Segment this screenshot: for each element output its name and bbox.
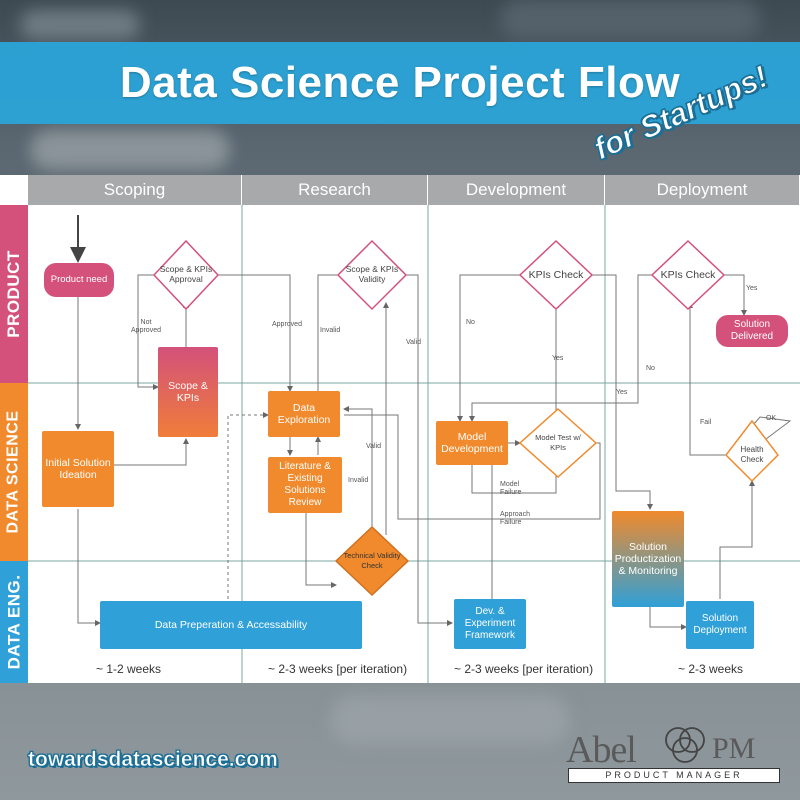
edge-label-no-deployment: No bbox=[646, 365, 655, 372]
edge-label-invalid-2: Invalid bbox=[348, 477, 369, 484]
decision-model-test: Model Test w/ KPIs bbox=[535, 433, 581, 452]
node-scope-kpis: Scope & KPIs bbox=[158, 347, 218, 437]
duration-deployment: ~ 2-3 weeks bbox=[678, 662, 744, 676]
edge-label-approach-failure: Approach Failure bbox=[500, 511, 530, 526]
lane-label-data-eng: DATA ENG. bbox=[0, 561, 28, 683]
node-literature-review: Literature & Existing Solutions Review bbox=[268, 457, 342, 513]
node-model-development: Model Development bbox=[436, 421, 508, 465]
decision-technical-validity: Technical Validity Check bbox=[343, 551, 401, 570]
page-title: Data Science Project Flow bbox=[119, 58, 681, 107]
title-banner bbox=[0, 42, 800, 124]
lane-label-product: PRODUCT bbox=[0, 205, 28, 383]
edge-label-yes-productization: Yes bbox=[616, 389, 628, 396]
logo-tagline: PRODUCT MANAGER bbox=[568, 768, 780, 783]
source-link[interactable]: towardsdatascience.com bbox=[28, 748, 278, 772]
node-solution-delivered: Solution Delivered bbox=[716, 315, 788, 347]
decision-kpis-check-deployment: KPIs Check bbox=[660, 269, 716, 281]
decision-scope-approval: Scope & KPIs Approval bbox=[159, 264, 213, 284]
duration-scoping: ~ 1-2 weeks bbox=[96, 662, 162, 676]
flow-connectors bbox=[28, 205, 800, 683]
node-solution-deployment: Solution Deployment bbox=[686, 601, 754, 649]
logo-circles-icon bbox=[665, 727, 705, 763]
lane-label-data-science: DATA SCIENCE bbox=[0, 383, 28, 561]
edge-label-yes-development: Yes bbox=[552, 355, 564, 362]
edge-label-valid-1: Valid bbox=[406, 339, 422, 346]
node-data-exploration: Data Exploration bbox=[268, 391, 340, 437]
phase-header-scoping: Scoping bbox=[28, 175, 242, 205]
node-initial-solution-ideation: Initial Solution Ideation bbox=[42, 431, 114, 507]
duration-development: ~ 2-3 weeks [per iteration) bbox=[454, 662, 594, 676]
logo-pm: PM bbox=[712, 732, 756, 765]
node-dev-experiment-framework: Dev. & Experiment Framework bbox=[454, 599, 526, 649]
node-product-need: Product need bbox=[44, 263, 114, 297]
edge-label-no-development: No bbox=[466, 319, 475, 326]
decision-kpis-check-development: KPIs Check bbox=[528, 269, 584, 281]
edge-label-approved: Approved bbox=[272, 321, 302, 328]
edge-label-valid-2: Valid bbox=[366, 443, 382, 450]
edge-label-ok: OK bbox=[766, 415, 777, 422]
edge-label-fail: Fail bbox=[700, 419, 712, 426]
edge-label-yes-deployment: Yes bbox=[746, 285, 758, 292]
logo-name: Abel bbox=[566, 729, 637, 771]
decision-scope-validity: Scope & KPIs Validity bbox=[345, 264, 399, 284]
node-data-preparation: Data Preperation & Accessability bbox=[100, 601, 362, 649]
flow-diagram: Scoping Research Development Deployment … bbox=[0, 175, 800, 683]
phase-header-development: Development bbox=[428, 175, 605, 205]
edge-label-model-failure: Model Failure bbox=[500, 481, 522, 496]
node-solution-productization: Solution Productization & Monitoring bbox=[612, 511, 684, 607]
phase-header-research: Research bbox=[242, 175, 428, 205]
edge-label-invalid-1: Invalid bbox=[320, 327, 341, 334]
edge-label-not-approved: Not Approved bbox=[131, 319, 161, 334]
duration-research: ~ 2-3 weeks [per iteration) bbox=[268, 662, 408, 676]
decision-health-check: Health Check bbox=[740, 445, 764, 464]
phase-header-deployment: Deployment bbox=[605, 175, 800, 205]
